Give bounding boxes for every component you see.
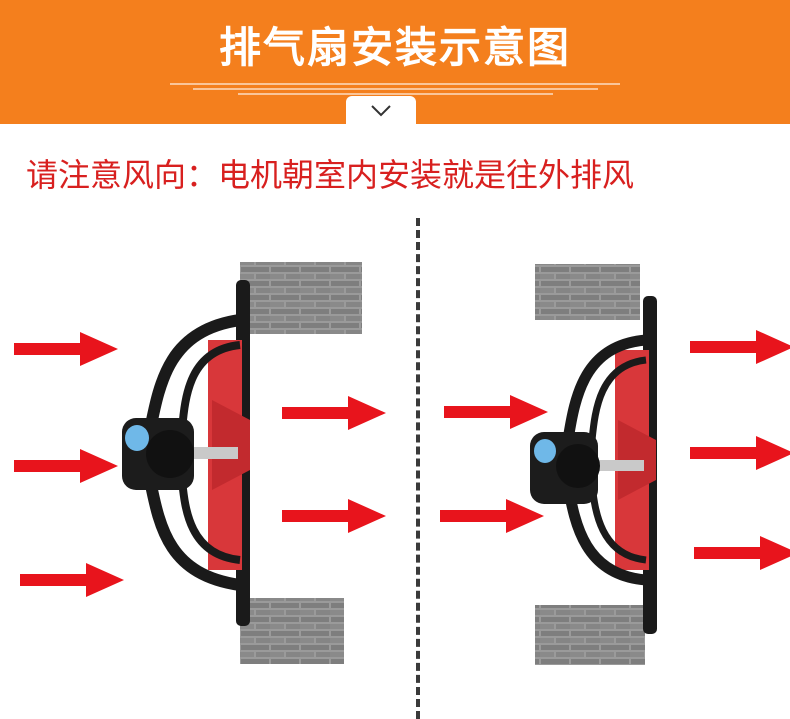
brick-wall-icon — [535, 264, 640, 320]
arrow-right-icon — [444, 395, 548, 429]
chevron-down-icon — [371, 105, 391, 117]
motor-icon — [530, 432, 600, 504]
header-banner: 排气扇安装示意图 — [0, 0, 790, 126]
center-divider — [416, 218, 420, 719]
chevron-tab[interactable] — [346, 96, 416, 126]
fan-icon — [530, 296, 657, 634]
arrow-right-icon — [690, 436, 790, 470]
page-title: 排气扇安装示意图 — [218, 23, 571, 72]
brick-wall-icon — [535, 605, 645, 665]
brick-wall-icon — [240, 598, 344, 664]
motor-icon — [122, 418, 194, 490]
fan-icon — [122, 280, 250, 626]
arrow-right-icon — [690, 330, 790, 364]
brick-wall-icon — [240, 262, 362, 334]
arrow-right-icon — [440, 499, 544, 533]
decorative-fineprint — [170, 80, 620, 102]
wind-direction-notice: 请注意风向：电机朝室内安装就是往外排风 — [26, 156, 635, 194]
arrow-right-icon — [694, 536, 790, 570]
